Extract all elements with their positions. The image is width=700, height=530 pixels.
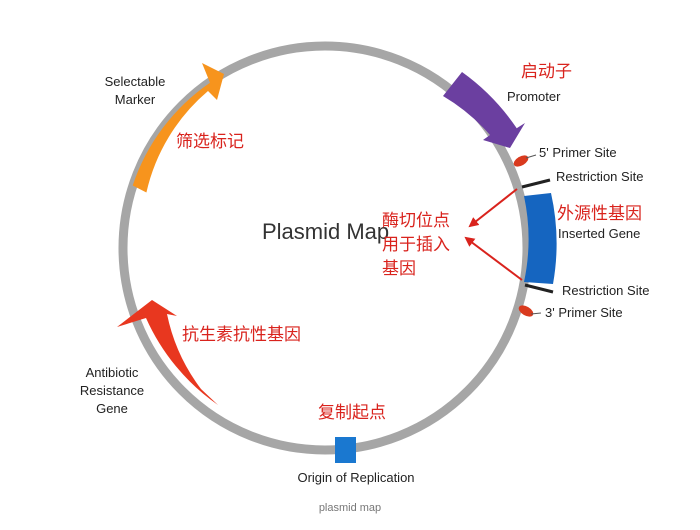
restriction-site-bottom-mark (524, 283, 554, 294)
restriction-bottom-label: Restriction Site (562, 283, 649, 298)
primer-site-5-mark (513, 155, 529, 167)
restriction-annotation-line1: 酶切位点 (382, 211, 450, 231)
antibiotic-annotation: 抗生素抗性基因 (182, 325, 301, 345)
inserted-gene-label: Inserted Gene (558, 226, 640, 241)
antibiotic-label-line2: Resistance (80, 383, 144, 398)
plasmid-ring (118, 41, 532, 455)
origin-of-replication-segment (335, 437, 356, 463)
selectable-marker-annotation: 筛选标记 (176, 132, 244, 152)
promoter-label: Promoter (507, 89, 561, 104)
origin-label: Origin of Replication (297, 470, 414, 485)
restriction-arrow-top (468, 188, 518, 228)
restriction-site-top-mark (521, 178, 551, 189)
primer-3-connector (530, 312, 542, 315)
antibiotic-label-line3: Gene (96, 401, 128, 416)
primer-3-label: 3' Primer Site (545, 305, 623, 320)
antibiotic-resistance-segment (117, 300, 218, 405)
image-caption: plasmid map (319, 502, 381, 514)
antibiotic-label-line1: Antibiotic (86, 365, 139, 380)
selectable-marker-label-line2: Marker (115, 92, 156, 107)
primer-site-3-mark (518, 305, 534, 317)
restriction-annotation-line2: 用于插入 (382, 235, 450, 255)
inserted-gene-annotation: 外源性基因 (557, 204, 642, 224)
promoter-segment (443, 72, 525, 148)
primer-5-label: 5' Primer Site (539, 145, 617, 160)
inserted-gene-segment (524, 193, 557, 284)
diagram-title: Plasmid Map (262, 219, 389, 244)
restriction-annotation-line3: 基因 (382, 259, 416, 279)
selectable-marker-label-line1: Selectable (105, 74, 166, 89)
restriction-arrow-bottom (464, 236, 523, 281)
primer-5-connector (525, 154, 537, 159)
restriction-top-label: Restriction Site (556, 169, 643, 184)
selectable-marker-segment (132, 63, 224, 193)
promoter-annotation: 启动子 (521, 62, 572, 82)
origin-annotation: 复制起点 (318, 403, 386, 423)
